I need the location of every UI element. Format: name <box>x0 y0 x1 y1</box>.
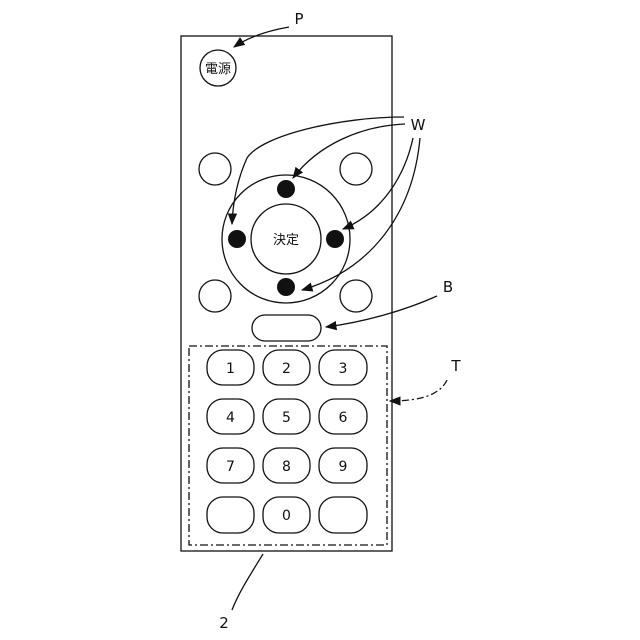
svg-text:9: 9 <box>339 459 348 475</box>
power-button[interactable]: 電源 <box>200 50 236 86</box>
leader-arrow-keypad <box>390 380 447 401</box>
leader-arrow-left-key <box>232 117 404 224</box>
arrow-left-key[interactable] <box>228 230 246 248</box>
keypad-key[interactable]: 0 <box>263 497 310 533</box>
enter-button[interactable]: 決定 <box>251 204 321 274</box>
keypad-key[interactable]: 8 <box>263 448 310 483</box>
leader-line-device <box>232 554 263 610</box>
top-left-button[interactable] <box>199 153 231 185</box>
arrow-up-key[interactable] <box>277 180 295 198</box>
keypad-key[interactable]: 4 <box>207 399 254 434</box>
pill-button[interactable] <box>252 315 321 341</box>
label-power-ref: P <box>294 10 303 28</box>
power-button-label: 電源 <box>205 62 231 77</box>
enter-button-label: 決定 <box>273 233 299 248</box>
svg-text:1: 1 <box>226 361 235 377</box>
svg-text:6: 6 <box>339 410 348 426</box>
svg-text:8: 8 <box>282 459 291 475</box>
keypad-key[interactable]: 1 <box>207 350 254 385</box>
svg-text:5: 5 <box>282 410 291 426</box>
bottom-right-button[interactable] <box>340 280 372 312</box>
label-button-ref: B <box>443 278 453 296</box>
keypad-key[interactable]: 3 <box>319 350 367 385</box>
label-keypad-ref: T <box>450 357 461 375</box>
bottom-left-button[interactable] <box>199 280 231 312</box>
leader-arrow-power <box>234 27 289 47</box>
svg-text:7: 7 <box>226 459 235 475</box>
svg-text:4: 4 <box>226 410 235 426</box>
keypad-key[interactable] <box>207 497 254 533</box>
keypad-key[interactable]: 7 <box>207 448 254 483</box>
keypad-key[interactable]: 5 <box>263 399 310 434</box>
keypad-key[interactable]: 2 <box>263 350 310 385</box>
keypad-key[interactable]: 9 <box>319 448 367 483</box>
keypad: 1 2 3 4 5 6 7 8 <box>207 350 367 533</box>
svg-text:3: 3 <box>339 361 348 377</box>
arrow-right-key[interactable] <box>326 230 344 248</box>
label-arrow-keys-ref: W <box>411 116 426 134</box>
keypad-key[interactable]: 6 <box>319 399 367 434</box>
label-device-ref: 2 <box>219 614 229 632</box>
svg-text:2: 2 <box>282 361 291 377</box>
top-right-button[interactable] <box>340 153 372 185</box>
keypad-key[interactable] <box>319 497 367 533</box>
arrow-down-key[interactable] <box>277 278 295 296</box>
svg-text:0: 0 <box>282 508 291 524</box>
